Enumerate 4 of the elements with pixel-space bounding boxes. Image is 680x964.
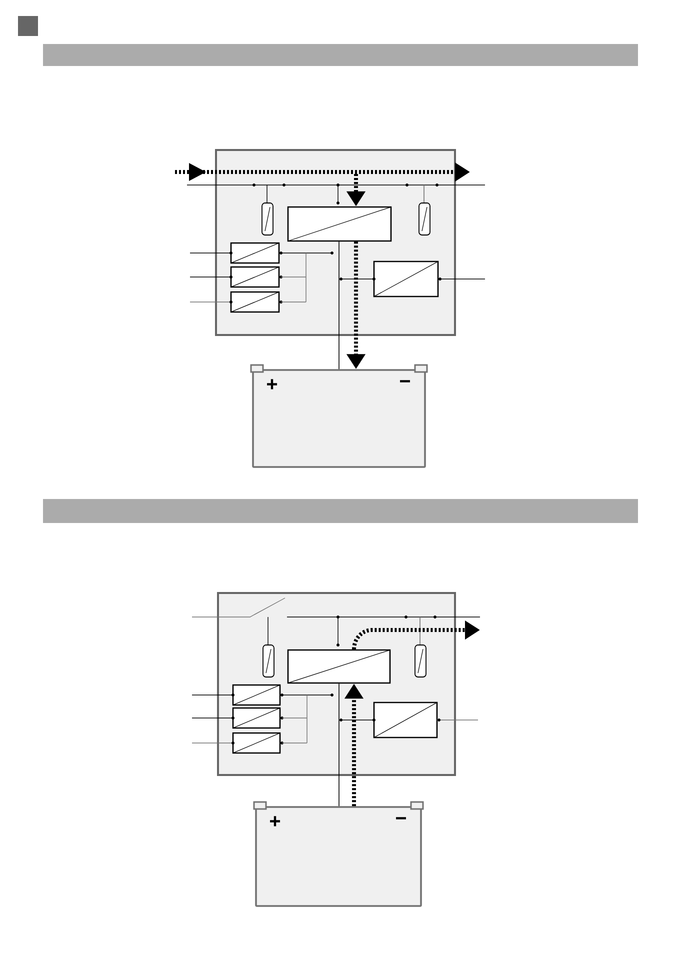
converter-box [287, 206, 392, 242]
wire [338, 241, 340, 370]
wire [338, 683, 340, 806]
converter-box [287, 649, 391, 684]
